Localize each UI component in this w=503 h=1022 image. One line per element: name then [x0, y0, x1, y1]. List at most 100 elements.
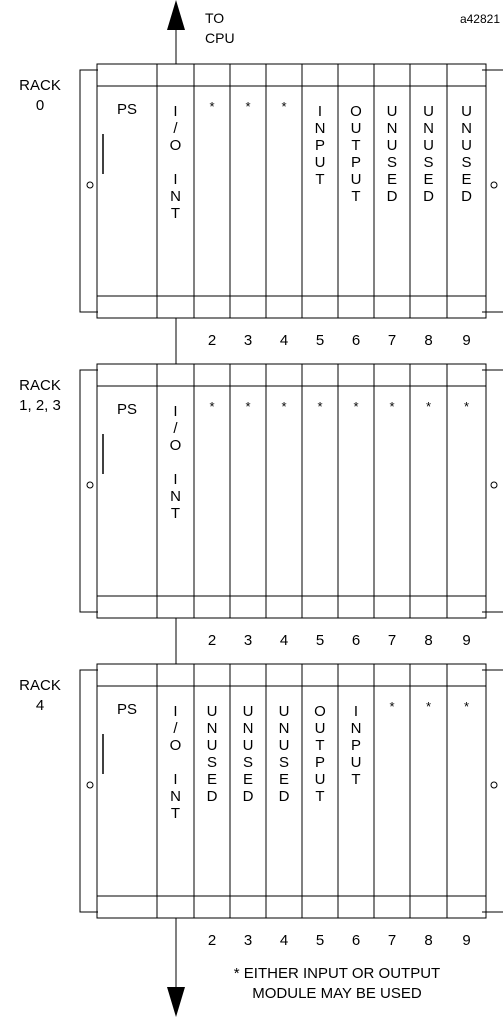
- module-slot-label-char: T: [351, 771, 360, 788]
- io-int-slot-label-char: /: [173, 120, 178, 137]
- ps-slot-label: PS: [117, 101, 137, 118]
- module-slot-label-char: D: [461, 188, 472, 205]
- module-slot-asterisk: *: [353, 399, 358, 414]
- io-int-slot-label-char: O: [170, 437, 182, 454]
- module-slot-asterisk: *: [426, 399, 431, 414]
- io-int-slot-label-char: O: [170, 737, 182, 754]
- rack-frame: [96, 363, 487, 619]
- footnote-line: * EITHER INPUT OR OUTPUT: [234, 965, 440, 982]
- module-slot-label-char: N: [423, 120, 434, 137]
- rack-frame: [96, 63, 487, 319]
- module-slot-asterisk: *: [209, 99, 214, 114]
- module-slot-label-char: D: [243, 788, 254, 805]
- slot-number: 5: [316, 632, 324, 649]
- module-slot-label-char: P: [315, 137, 325, 154]
- module-slot-label-char: U: [461, 137, 472, 154]
- module-slot-label-char: P: [351, 154, 361, 171]
- slot-number: 5: [316, 332, 324, 349]
- slot-number: 9: [462, 332, 470, 349]
- module-slot-label-char: I: [354, 703, 358, 720]
- module-slot-asterisk: *: [209, 399, 214, 414]
- io-int-slot-label-char: N: [170, 188, 181, 205]
- module-slot-label-char: U: [351, 171, 362, 188]
- rack-label-line: RACK: [19, 77, 61, 94]
- io-int-slot-label-char: /: [173, 420, 178, 437]
- slot-number: 9: [462, 632, 470, 649]
- module-slot-label-char: T: [351, 188, 360, 205]
- module-slot-label-char: E: [207, 771, 217, 788]
- slot-number: 2: [208, 332, 216, 349]
- io-int-slot-label-char: T: [171, 205, 180, 222]
- slot-number: 6: [352, 332, 360, 349]
- module-slot-label-char: T: [351, 137, 360, 154]
- rack-label-line: 4: [36, 697, 44, 714]
- module-slot-label-char: S: [461, 154, 471, 171]
- module-slot-label-char: E: [387, 171, 397, 188]
- module-slot-label-char: U: [207, 737, 218, 754]
- module-slot-label-char: D: [207, 788, 218, 805]
- slot-number: 2: [208, 632, 216, 649]
- module-slot-asterisk: *: [389, 399, 394, 414]
- module-slot-label-char: U: [207, 703, 218, 720]
- io-int-slot-label-char: I: [173, 171, 177, 188]
- io-int-slot-label-char: I: [173, 771, 177, 788]
- module-slot-label-char: N: [207, 720, 218, 737]
- footnote-line: MODULE MAY BE USED: [252, 985, 422, 1002]
- io-int-slot-label-char: N: [170, 788, 181, 805]
- module-slot-label-char: U: [423, 137, 434, 154]
- module-slot-label-char: S: [243, 754, 253, 771]
- module-slot-asterisk: *: [245, 399, 250, 414]
- left-rail: [79, 69, 98, 313]
- module-slot-label-char: I: [318, 103, 322, 120]
- module-slot-asterisk: *: [464, 699, 469, 714]
- module-slot-label-char: U: [315, 720, 326, 737]
- slot-number: 7: [388, 632, 396, 649]
- slot-number: 7: [388, 932, 396, 949]
- io-int-slot-label-char: I: [173, 103, 177, 120]
- slot-number: 9: [462, 932, 470, 949]
- slot-number: 4: [280, 932, 288, 949]
- module-slot-asterisk: *: [281, 399, 286, 414]
- module-slot-label-char: E: [243, 771, 253, 788]
- module-slot-label: OUTPUT: [314, 703, 326, 805]
- ps-slot-label: PS: [117, 401, 137, 418]
- io-int-slot-label-char: I: [173, 471, 177, 488]
- io-int-slot-label-char: O: [170, 137, 182, 154]
- module-slot-label-char: T: [315, 171, 324, 188]
- module-slot-label-char: N: [351, 720, 362, 737]
- io-int-slot-label-char: I: [173, 703, 177, 720]
- ps-slot-label: PS: [117, 701, 137, 718]
- module-slot-label-char: P: [351, 737, 361, 754]
- module-slot-asterisk: *: [281, 99, 286, 114]
- module-slot-label-char: E: [461, 171, 471, 188]
- module-slot-label: INPUT: [315, 103, 326, 188]
- down-arrow-icon: [167, 987, 185, 1017]
- slot-number: 4: [280, 332, 288, 349]
- module-slot-label-char: U: [315, 154, 326, 171]
- slot-number: 3: [244, 332, 252, 349]
- footnote: * EITHER INPUT OR OUTPUT MODULE MAY BE US…: [234, 965, 440, 1002]
- module-slot-label-char: N: [279, 720, 290, 737]
- left-rail: [79, 369, 98, 613]
- up-arrow-icon: [167, 0, 185, 30]
- module-slot-label-char: S: [423, 154, 433, 171]
- slot-number: 8: [424, 932, 432, 949]
- module-slot-label-char: U: [351, 754, 362, 771]
- rack-label-line: RACK: [19, 677, 61, 694]
- rack-label-line: 0: [36, 97, 44, 114]
- module-slot-label-char: N: [387, 120, 398, 137]
- rack-label-line: RACK: [19, 377, 61, 394]
- module-slot-asterisk: *: [317, 399, 322, 414]
- module-slot-label-char: S: [387, 154, 397, 171]
- module-slot-label-char: E: [279, 771, 289, 788]
- module-slot-label-char: N: [461, 120, 472, 137]
- slot-number: 3: [244, 932, 252, 949]
